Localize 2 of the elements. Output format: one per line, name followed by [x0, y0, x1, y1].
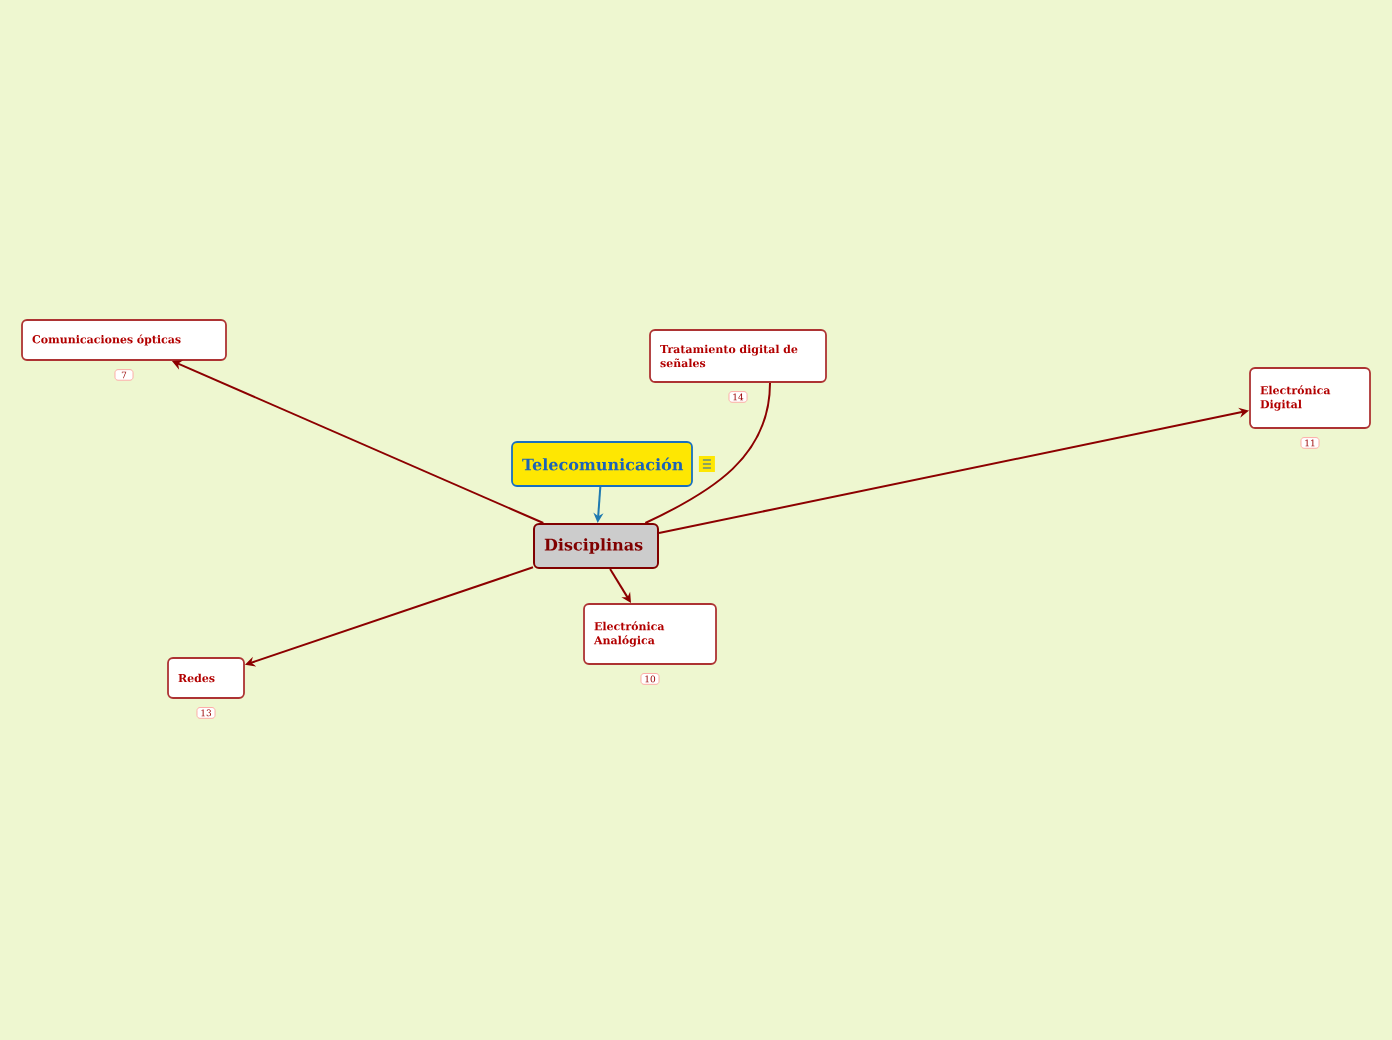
topic-box: Disciplinas — [533, 523, 659, 569]
topic-box: Telecomunicación — [511, 441, 693, 487]
